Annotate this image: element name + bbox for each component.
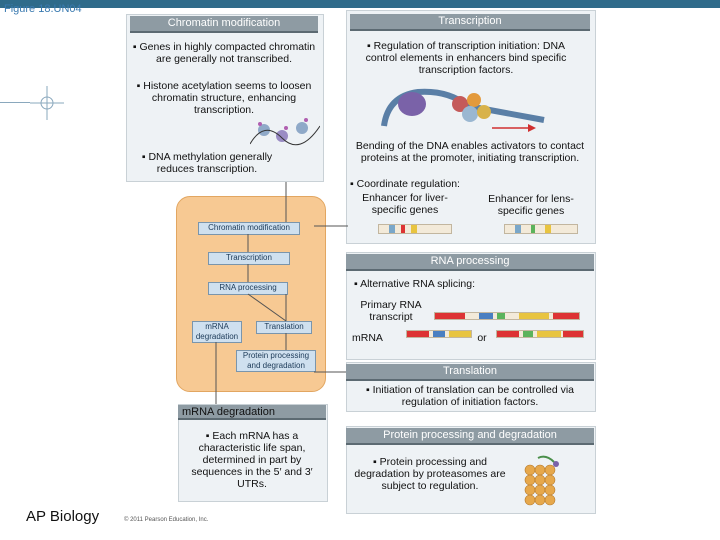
top-bar	[0, 0, 720, 8]
mrna-degradation-bullet-1: Each mRNA has a characteristic life span…	[184, 430, 320, 490]
translation-bullet-1: Initiation of translation can be control…	[360, 384, 580, 408]
transcription-bullet-2: Coordinate regulation:	[350, 178, 482, 190]
translation-header: Translation	[346, 364, 594, 381]
crosshair-icon	[30, 86, 64, 120]
rna-bullet-1: Alternative RNA splicing:	[354, 278, 534, 290]
chromatin-bullet-2: Histone acetylation seems to loosen chro…	[130, 80, 318, 116]
nucleosome-illustration	[250, 118, 320, 146]
transcription-bending: Bending of the DNA enables activators to…	[355, 140, 585, 164]
transcription-bullet-1: Regulation of transcription initiation: …	[352, 40, 580, 76]
primary-rna-label: Primary RNA transcript	[360, 299, 422, 323]
enhancer-liver-label: Enhancer for liver-specific genes	[362, 192, 448, 216]
copyright: © 2011 Pearson Education, Inc.	[124, 517, 209, 523]
chromatin-bullet-1: Genes in highly compacted chromatin are …	[132, 41, 316, 65]
flow-mrna-degradation: mRNA degradation	[192, 321, 242, 343]
flow-transcription: Transcription	[208, 252, 290, 265]
liver-enhancer-dna	[378, 224, 452, 234]
mrna-variant-1	[406, 330, 472, 338]
or-label: or	[477, 332, 487, 344]
footer-ap-biology: AP Biology	[26, 508, 100, 525]
dna-bending-illustration	[381, 88, 545, 132]
primary-transcript-strip	[434, 312, 580, 320]
flow-connector-lines	[215, 182, 348, 408]
flow-chromatin-modification: Chromatin modification	[198, 222, 300, 235]
guide-line	[0, 102, 30, 103]
chromatin-header: Chromatin modification	[130, 16, 318, 33]
flow-protein-processing: Protein processing and degradation	[236, 350, 316, 372]
protein-header: Protein processing and degradation	[346, 428, 594, 445]
protein-bullet-1: Protein processing and degradation by pr…	[352, 456, 508, 492]
mrna-label: mRNA	[352, 332, 383, 344]
rna-processing-header: RNA processing	[346, 254, 594, 271]
lens-enhancer-dna	[504, 224, 578, 234]
mrna-degradation-header: mRNA degradation	[178, 405, 326, 420]
figure-label: Figure 18.UN04	[4, 3, 82, 15]
mrna-variant-2	[496, 330, 584, 338]
flow-translation: Translation	[256, 321, 312, 334]
proteasome-illustration	[524, 455, 559, 506]
chromatin-bullet-3: DNA methylation generally reduces transc…	[132, 151, 282, 175]
transcription-header: Transcription	[350, 14, 590, 31]
enhancer-lens-label: Enhancer for lens-specific genes	[488, 193, 574, 217]
